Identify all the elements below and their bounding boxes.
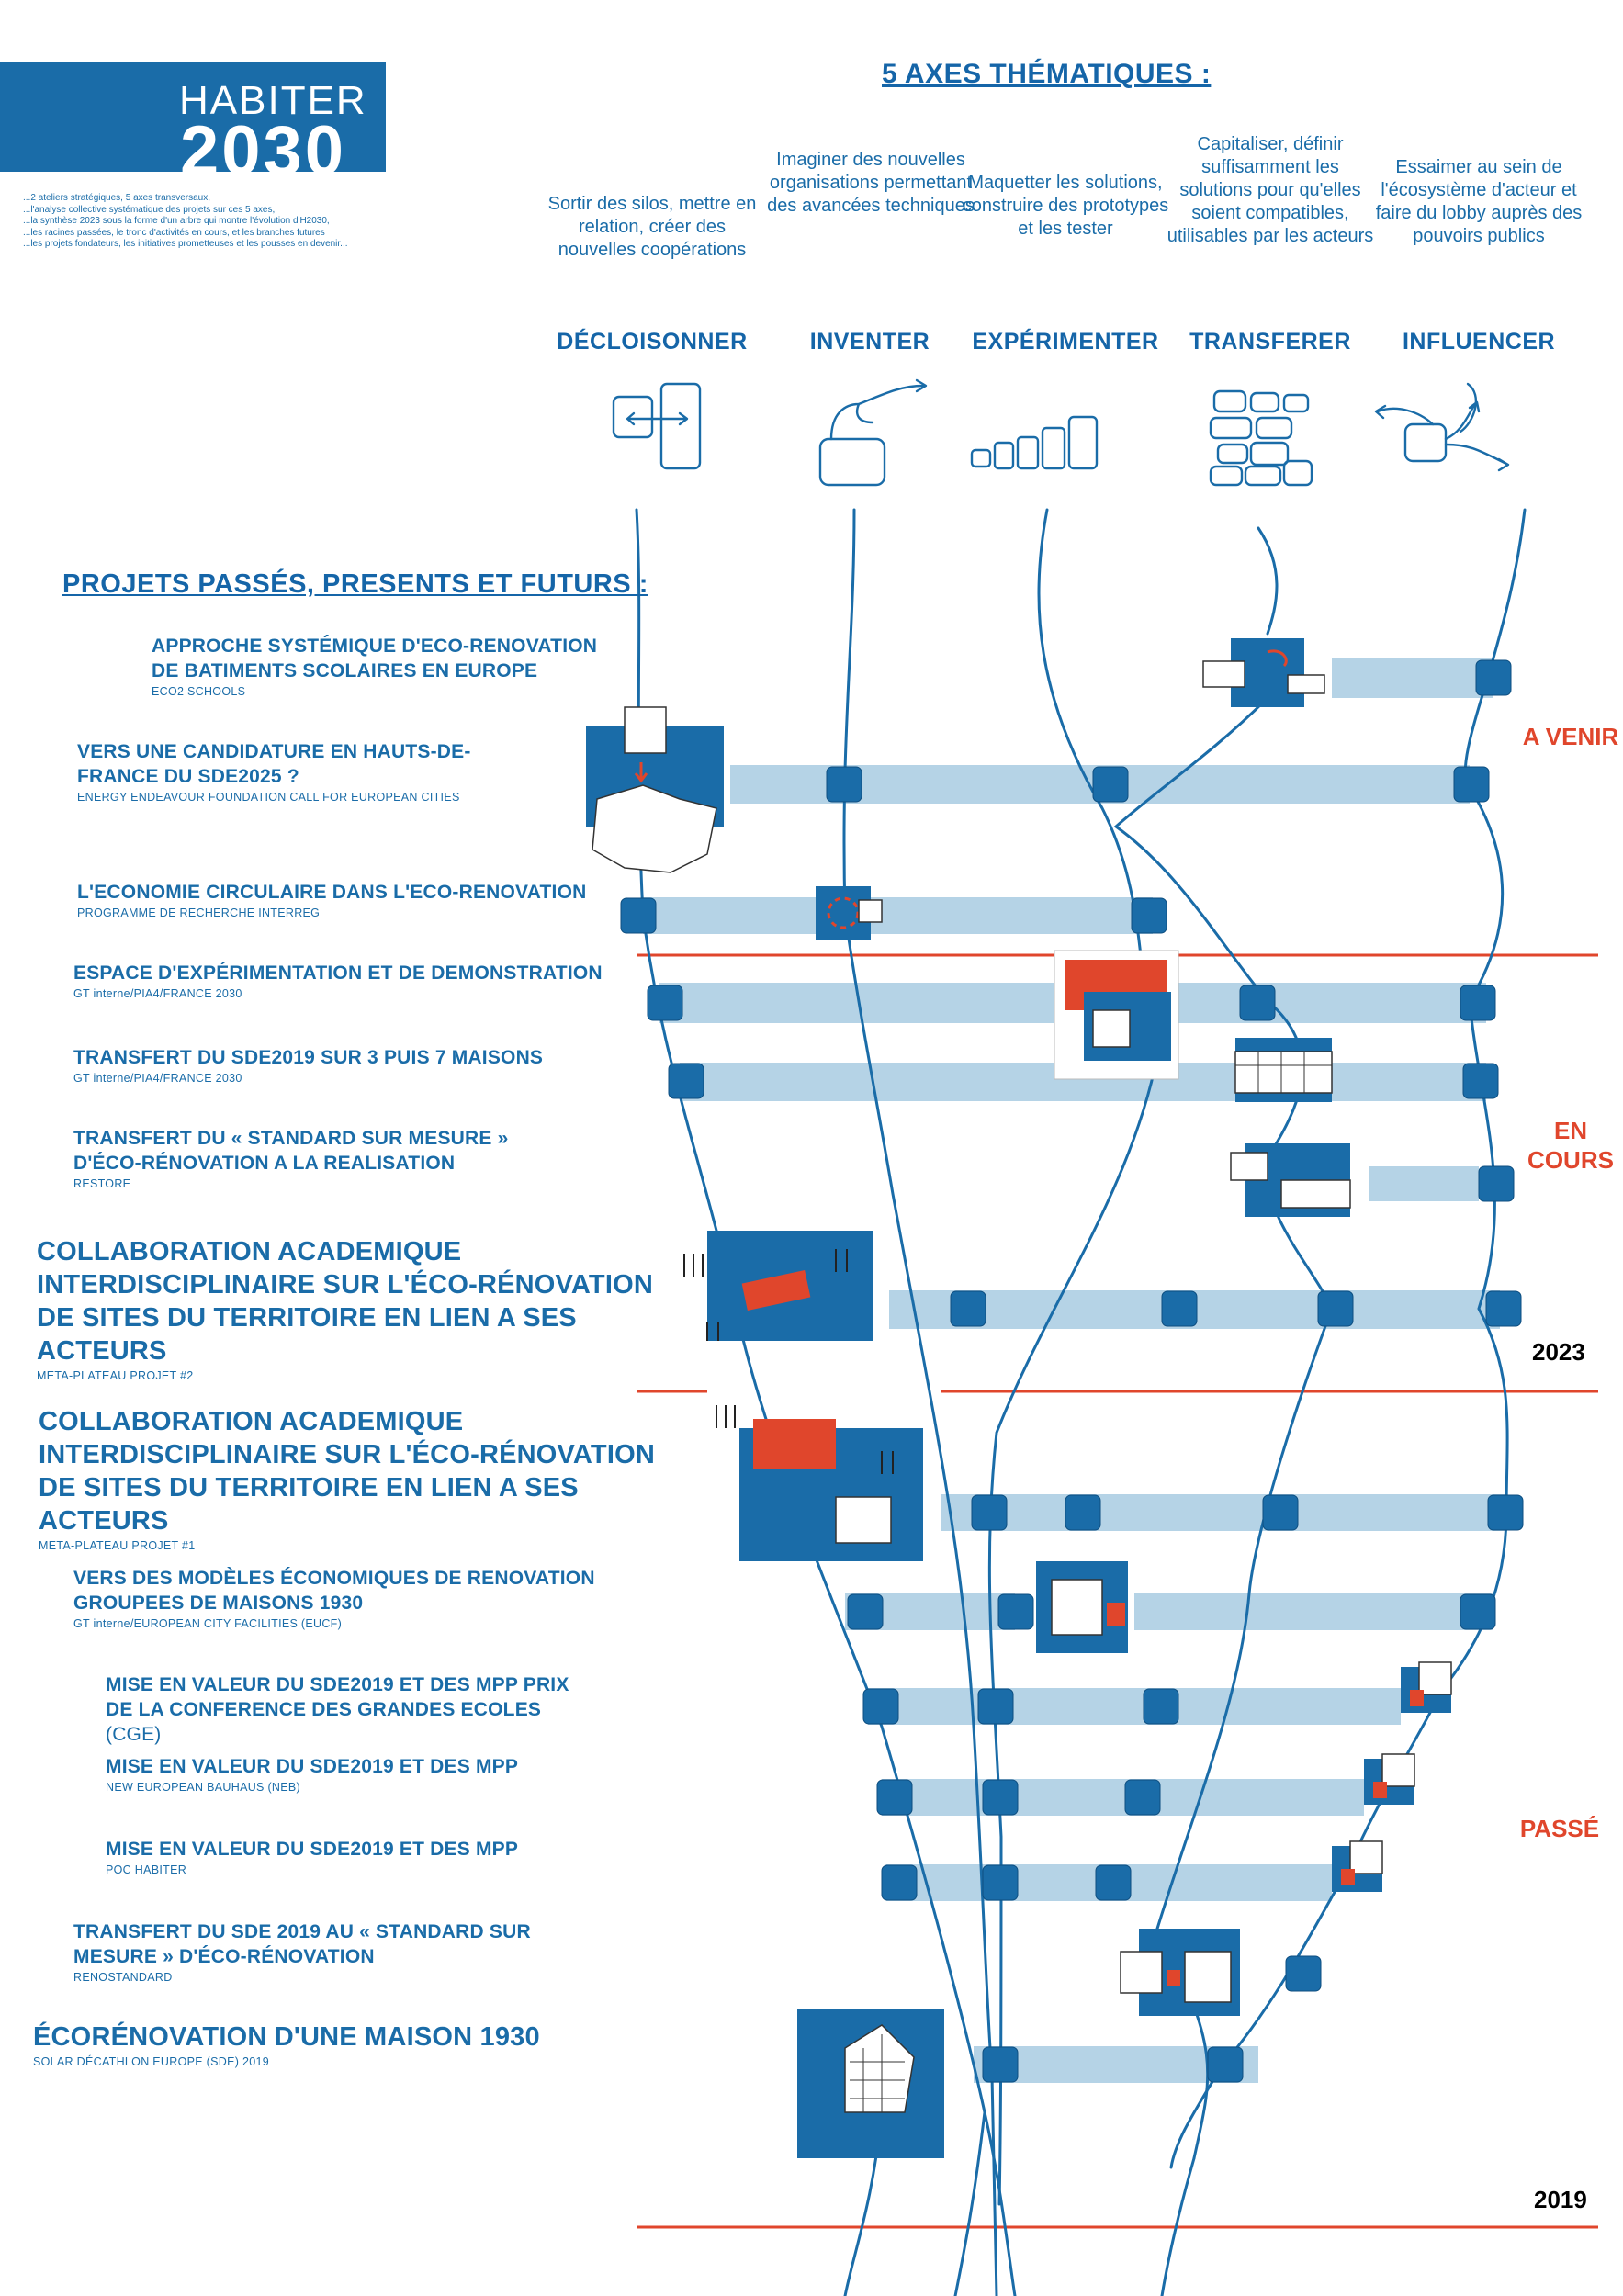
intro-line: ...l'analyse collective systématique des…: [23, 204, 276, 215]
project-subtitle: ENERGY ENDEAVOUR FOUNDATION CALL FOR EUR…: [77, 791, 460, 804]
project-sde2025: VERS UNE CANDIDATURE EN HAUTS-DE-FRANCE …: [77, 739, 509, 804]
project-subtitle: GT interne/PIA4/FRANCE 2030: [73, 1072, 242, 1085]
project-meta-plateau-1: COLLABORATION ACADEMIQUE INTERDISCIPLINA…: [39, 1405, 663, 1552]
sprouting-box-icon: [818, 378, 928, 487]
year-2023-label: 2023: [1532, 1338, 1585, 1366]
project-experimentation-space: ESPACE D'EXPÉRIMENTATION ET DE DEMONSTRA…: [73, 961, 625, 1000]
demonstration-space-illustration: [1054, 950, 1179, 1080]
project-title-main: MISE EN VALEUR DU SDE2019 ET DES MPP PRI…: [106, 1674, 569, 1720]
project-meta-plateau-2: COLLABORATION ACADEMIQUE INTERDISCIPLINA…: [37, 1235, 661, 1382]
axes-title: 5 AXES THÉMATIQUES :: [882, 59, 1212, 89]
project-title: TRANSFERT DU SDE 2019 AU « STANDARD SUR …: [73, 1921, 531, 1967]
intro-line: ...2 ateliers stratégiques, 5 axes trans…: [23, 193, 210, 203]
project-subtitle: META-PLATEAU PROJET #2: [37, 1369, 194, 1382]
axis-name-inventer: INVENTER: [809, 329, 930, 355]
project-restore: TRANSFERT DU « STANDARD SUR MESURE » D'É…: [73, 1126, 514, 1190]
neb-illustration: [1364, 1753, 1415, 1805]
logo-word: HABITER: [179, 78, 367, 123]
meta-plateau-1-illustration: [716, 1405, 923, 1561]
project-title: VERS DES MODÈLES ÉCONOMIQUES DE RENOVATI…: [73, 1568, 595, 1614]
project-title: L'ECONOMIE CIRCULAIRE DANS L'ECO-RENOVAT…: [77, 882, 587, 903]
project-subtitle: META-PLATEAU PROJET #1: [39, 1539, 196, 1552]
axis-name-transferer: TRANSFERER: [1189, 329, 1351, 355]
project-neb: MISE EN VALEUR DU SDE2019 ET DES MPP NEW…: [106, 1754, 602, 1794]
axis-desc-influencer: Essaimer au sein de l'écosystème d'acteu…: [1375, 157, 1583, 246]
project-subtitle: NEW EUROPEAN BAUHAUS (NEB): [106, 1781, 300, 1794]
project-subtitle: PROGRAMME DE RECHERCHE INTERREG: [77, 906, 321, 919]
cge-prize-illustration: [1401, 1661, 1452, 1713]
project-title: ESPACE D'EXPÉRIMENTATION ET DE DEMONSTRA…: [73, 962, 603, 984]
axis-desc-transferer: Capitaliser, définir suffisamment les so…: [1167, 134, 1374, 246]
project-transfer-7-houses: TRANSFERT DU SDE2019 SUR 3 PUIS 7 MAISON…: [73, 1045, 625, 1085]
project-title: MISE EN VALEUR DU SDE2019 ET DES MPP: [106, 1756, 519, 1777]
project-title: ÉCORÉNOVATION D'UNE MAISON 1930: [33, 2022, 540, 2052]
restore-illustration: [1230, 1143, 1351, 1217]
project-eucf: VERS DES MODÈLES ÉCONOMIQUES DE RENOVATI…: [73, 1566, 625, 1630]
project-illustrations: [586, 638, 1452, 2158]
axis-desc-experimenter: Maquetter les solutions, construire des …: [962, 173, 1169, 239]
intro-line: ...la synthèse 2023 sous la forme d'un a…: [23, 216, 330, 226]
hauts-de-france-illustration: [586, 706, 724, 873]
intro-text: ...2 ateliers stratégiques, 5 axes trans…: [23, 193, 409, 251]
school-renovation-illustration: [1202, 638, 1325, 707]
project-subtitle: GT interne/PIA4/FRANCE 2030: [73, 987, 242, 1000]
spreading-arrows-icon: [1374, 382, 1510, 472]
logo-year: 2030: [180, 112, 347, 173]
project-title: TRANSFERT DU « STANDARD SUR MESURE » D'É…: [73, 1128, 509, 1174]
stacked-blocks-icon: [1209, 389, 1313, 487]
renostandard-illustration: [1120, 1929, 1240, 2016]
project-poc-habiter: MISE EN VALEUR DU SDE2019 ET DES MPP POC…: [106, 1837, 602, 1876]
project-subtitle: POC HABITER: [106, 1863, 187, 1876]
year-2019-label: 2019: [1534, 2186, 1587, 2213]
project-title-extra: (CGE): [106, 1724, 162, 1745]
project-title: MISE EN VALEUR DU SDE2019 ET DES MPP: [106, 1839, 519, 1860]
prototype-blocks-icon: [970, 415, 1099, 470]
houses-transfer-illustration: [1234, 1038, 1333, 1102]
project-cge: MISE EN VALEUR DU SDE2019 ET DES MPP PRI…: [106, 1672, 602, 1747]
section-title: PROJETS PASSÉS, PRESENTS ET FUTURS :: [62, 569, 648, 599]
project-sde-2019: ÉCORÉNOVATION D'UNE MAISON 1930 SOLAR DÉ…: [33, 2020, 603, 2068]
project-title: COLLABORATION ACADEMIQUE INTERDISCIPLINA…: [39, 1407, 655, 1536]
project-subtitle: ECO2 SCHOOLS: [152, 685, 246, 698]
habiter-2030-logo: HABITER 2030: [0, 62, 386, 172]
project-title: APPROCHE SYSTÉMIQUE D'ECO-RENOVATION DE …: [152, 636, 598, 681]
axis-name-influencer: INFLUENCER: [1402, 329, 1556, 355]
project-interreg: L'ECONOMIE CIRCULAIRE DANS L'ECO-RENOVAT…: [77, 880, 628, 919]
axis-desc-inventer: Imaginer des nouvelles organisations per…: [767, 150, 975, 216]
intro-line: ...les projets fondateurs, les initiativ…: [23, 239, 348, 249]
project-renostandard: TRANSFERT DU SDE 2019 AU « STANDARD SUR …: [73, 1919, 551, 1984]
maison-1930-illustration: [797, 2009, 944, 2158]
intro-line: ...les racines passées, le tronc d'activ…: [23, 227, 325, 238]
project-title: MISE EN VALEUR DU SDE2019 ET DES MPP PRI…: [106, 1672, 602, 1747]
axis-name-decloisonner: DÉCLOISONNER: [557, 329, 748, 355]
circular-economy-illustration: [816, 886, 883, 940]
project-subtitle: GT interne/EUROPEAN CITY FACILITIES (EUC…: [73, 1617, 343, 1630]
project-title: VERS UNE CANDIDATURE EN HAUTS-DE-FRANCE …: [77, 741, 471, 787]
period-past-label: PASSÉ: [1519, 1815, 1600, 1842]
axis-name-experimenter: EXPÉRIMENTER: [972, 329, 1159, 355]
project-title: TRANSFERT DU SDE2019 SUR 3 PUIS 7 MAISON…: [73, 1047, 544, 1068]
connect-boxes-icon: [612, 382, 702, 470]
economic-models-illustration: [1036, 1561, 1128, 1653]
meta-plateau-2-illustration: [683, 1231, 873, 1341]
project-title: COLLABORATION ACADEMIQUE INTERDISCIPLINA…: [37, 1237, 653, 1366]
axis-desc-decloisonner: Sortir des silos, mettre en relation, cr…: [547, 194, 757, 260]
project-eco2-schools: APPROCHE SYSTÉMIQUE D'ECO-RENOVATION DE …: [152, 634, 629, 698]
period-future-label: A VENIR: [1522, 723, 1619, 750]
period-current-label: EN COURS: [1527, 1117, 1614, 1174]
project-subtitle: SOLAR DÉCATHLON EUROPE (SDE) 2019: [33, 2055, 269, 2068]
poc-habiter-illustration: [1332, 1840, 1383, 1892]
project-subtitle: RESTORE: [73, 1177, 131, 1190]
project-subtitle: RENOSTANDARD: [73, 1971, 173, 1984]
